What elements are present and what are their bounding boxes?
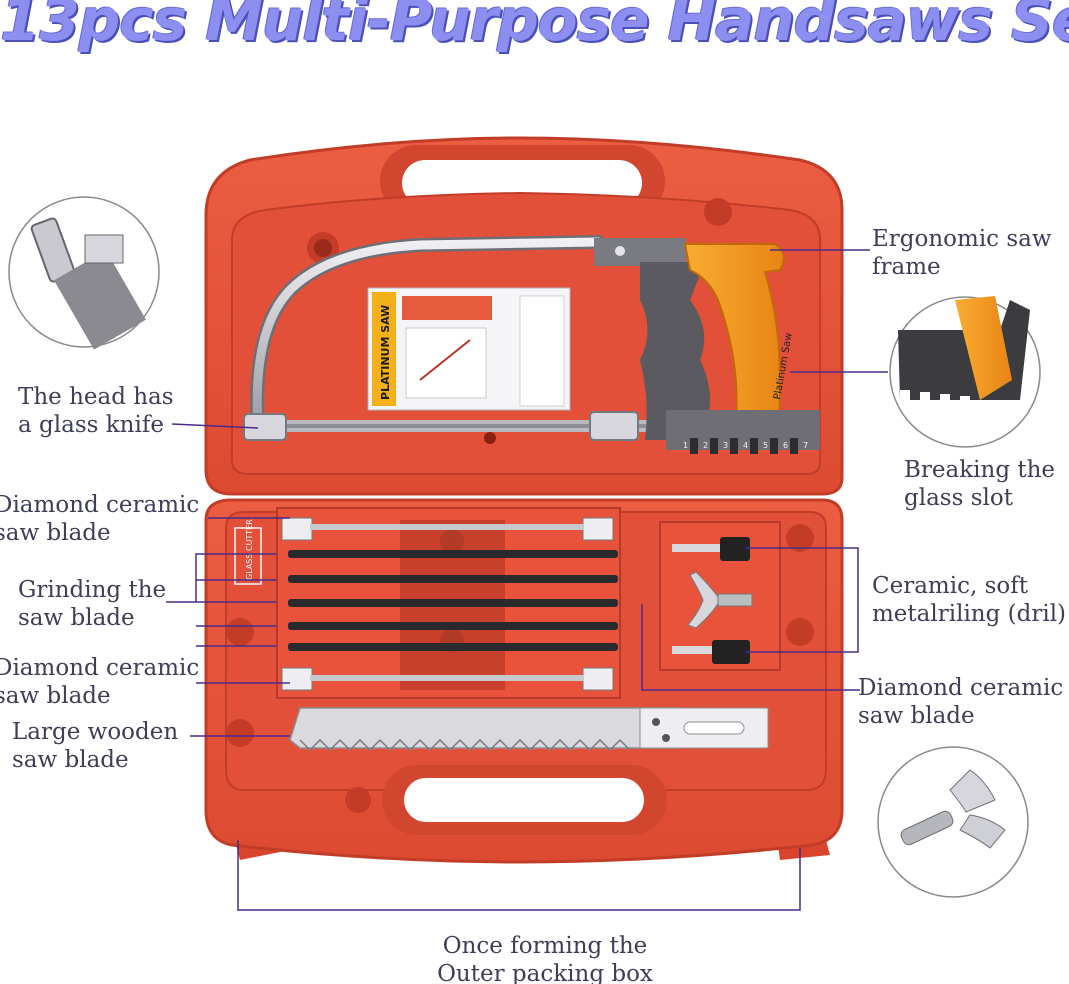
slot-number: 5: [763, 441, 768, 450]
wing-bolt-icon: [687, 571, 753, 629]
label-head-glass-knife: The head has a glass knife: [18, 384, 174, 438]
slot-number: 2: [703, 441, 708, 450]
callout-lines: [166, 249, 888, 911]
card-brand-text: PLATINUM SAW: [379, 305, 392, 400]
slot-number: 7: [803, 441, 808, 450]
glass-cutter-label: GLASS CUTTER: [245, 519, 254, 580]
label-diamond-blade-top: Diamond ceramic saw blade: [0, 492, 200, 546]
label-wooden-blade: Large wooden saw blade: [12, 719, 179, 773]
glass-breaking-slots: [690, 438, 798, 454]
label-packing-box: Once forming the Outer packing box: [437, 933, 653, 984]
inset-clamp-detail: [8, 196, 160, 350]
label-ceramic-drill: Ceramic, soft metalriling (dril): [872, 573, 1067, 627]
inset-grip-detail: [889, 296, 1041, 448]
slot-number: 4: [743, 441, 748, 450]
hacksaw: Platinum Saw: [243, 235, 820, 454]
label-diamond-blade-bottom: Diamond ceramic saw blade: [0, 655, 200, 709]
slot-number: 3: [723, 441, 728, 450]
page-title: 13pcs Multi-Purpose Handsaws Set: [0, 0, 1069, 54]
slot-number: 6: [783, 441, 788, 450]
wood-saw-blade: [289, 707, 769, 752]
label-diamond-blade-right: Diamond ceramic saw blade: [858, 675, 1064, 729]
slot-number: 1: [683, 441, 688, 450]
label-ergonomic-frame: Ergonomic saw frame: [872, 226, 1052, 280]
label-grinding-blade: Grinding the saw blade: [18, 577, 167, 631]
packaging-card: PLATINUM SAW: [367, 287, 571, 411]
label-breaking-slot: Breaking the glass slot: [904, 457, 1056, 511]
blade-tray: GLASS CUTTER: [234, 507, 621, 699]
accessory-tray: [659, 521, 781, 671]
inset-wing-bolt: [877, 746, 1029, 898]
